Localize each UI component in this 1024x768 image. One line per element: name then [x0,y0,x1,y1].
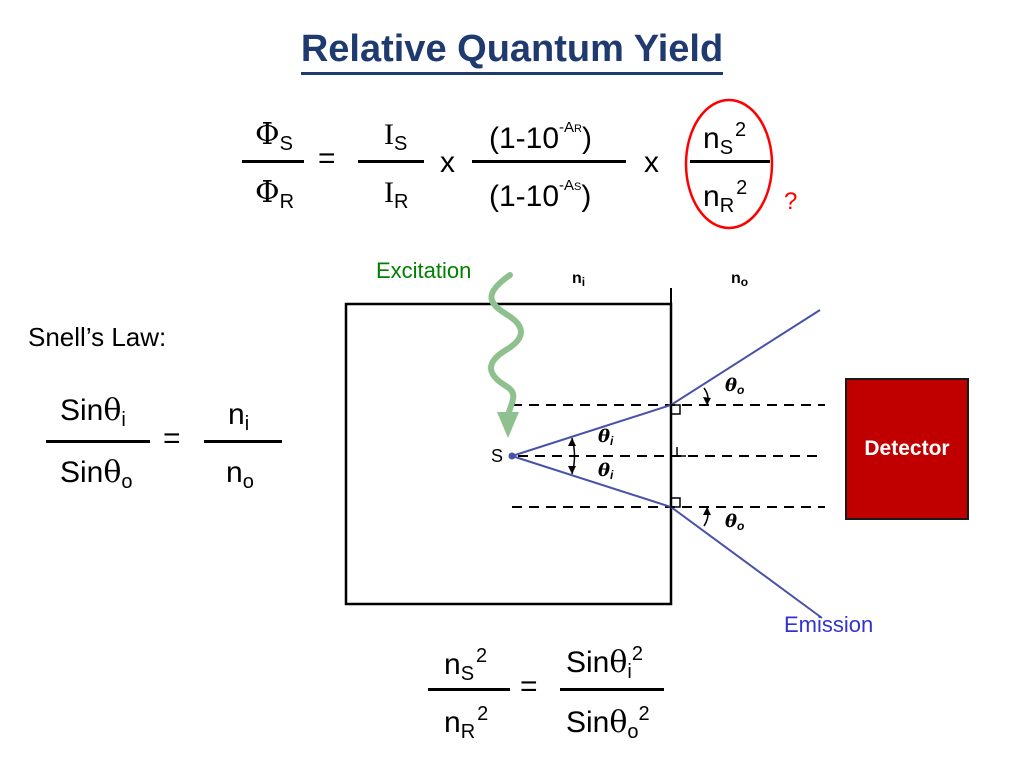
intensity-s: IS [384,118,408,155]
right-angle-lower [670,497,681,508]
fraction-bar-phi [242,160,304,163]
snells-law-heading: Snell’s Law: [28,322,167,352]
n-o: no [226,456,254,493]
fraction-bar-refractive [690,160,770,163]
ray-lower [511,455,823,619]
cuvette-box [344,302,673,606]
absorbance-sample-exponent: -AS [559,177,582,194]
sin-theta-i-squared: Sinθi2 [566,643,643,683]
theta-o-lower-label: θo [725,511,745,533]
right-angle-upper [670,404,681,415]
fraction-bar-n [204,440,282,443]
theta-o-upper-label: θo [725,375,745,397]
page-title: Relative Quantum Yield [0,28,1024,75]
phi-s: ΦS [255,117,293,155]
fraction-bar-n-bottom [428,688,510,691]
absorbance-reference: (1-10-AR) [489,119,592,155]
theta-i-lower-label: θi [598,460,614,482]
sin-theta-o: Sinθo [60,455,133,493]
detector-label: Detector [864,437,950,460]
n-inner-label: ni [572,270,586,289]
equals-sign: = [318,142,336,175]
red-ellipse [684,98,774,230]
detector-box: Detector [845,378,969,520]
source-label: S [491,446,504,466]
n-outer-label: no [731,270,749,289]
equals-sign-bottom: = [520,670,538,703]
fraction-bar-sin-bottom [560,688,664,691]
arrowhead-inner-top [568,438,576,446]
excitation-wavy-arrow [488,272,524,419]
n-s-squared: nS2 [703,119,747,159]
times-sign-1: x [440,146,455,179]
absorbance-sample: (1-10-AS) [489,177,592,213]
theta-i-upper-label: θi [598,426,614,448]
source-point [508,452,516,460]
right-angle-center [676,447,686,457]
page-title-text: Relative Quantum Yield [300,28,724,75]
emission-label: Emission [784,612,874,637]
times-sign-2: x [644,146,659,179]
n-s-squared-bottom: nS2 [444,645,488,685]
arrowhead-outer-upper [703,397,711,405]
ray-upper [511,309,821,457]
fraction-bar-intensity [358,160,424,163]
excitation-arrowhead [497,412,519,438]
sin-theta-i: Sinθi [60,393,126,431]
intensity-r: IR [384,176,409,213]
fraction-bar-absorbance [472,160,626,163]
excitation-label: Excitation [376,258,472,283]
arrowhead-outer-lower [703,507,711,515]
n-i: ni [228,398,250,435]
absorbance-reference-exponent: -AR [559,119,582,136]
sin-theta-o-squared: Sinθo2 [566,703,650,743]
n-r-squared: nR2 [703,177,748,217]
equals-sign-snell: = [163,422,181,455]
question-mark: ? [784,188,798,215]
phi-r: ΦR [255,175,295,213]
fraction-bar-sin [46,440,150,443]
arrowhead-inner-bottom [568,466,576,474]
n-r-squared-bottom: nR2 [444,703,489,743]
